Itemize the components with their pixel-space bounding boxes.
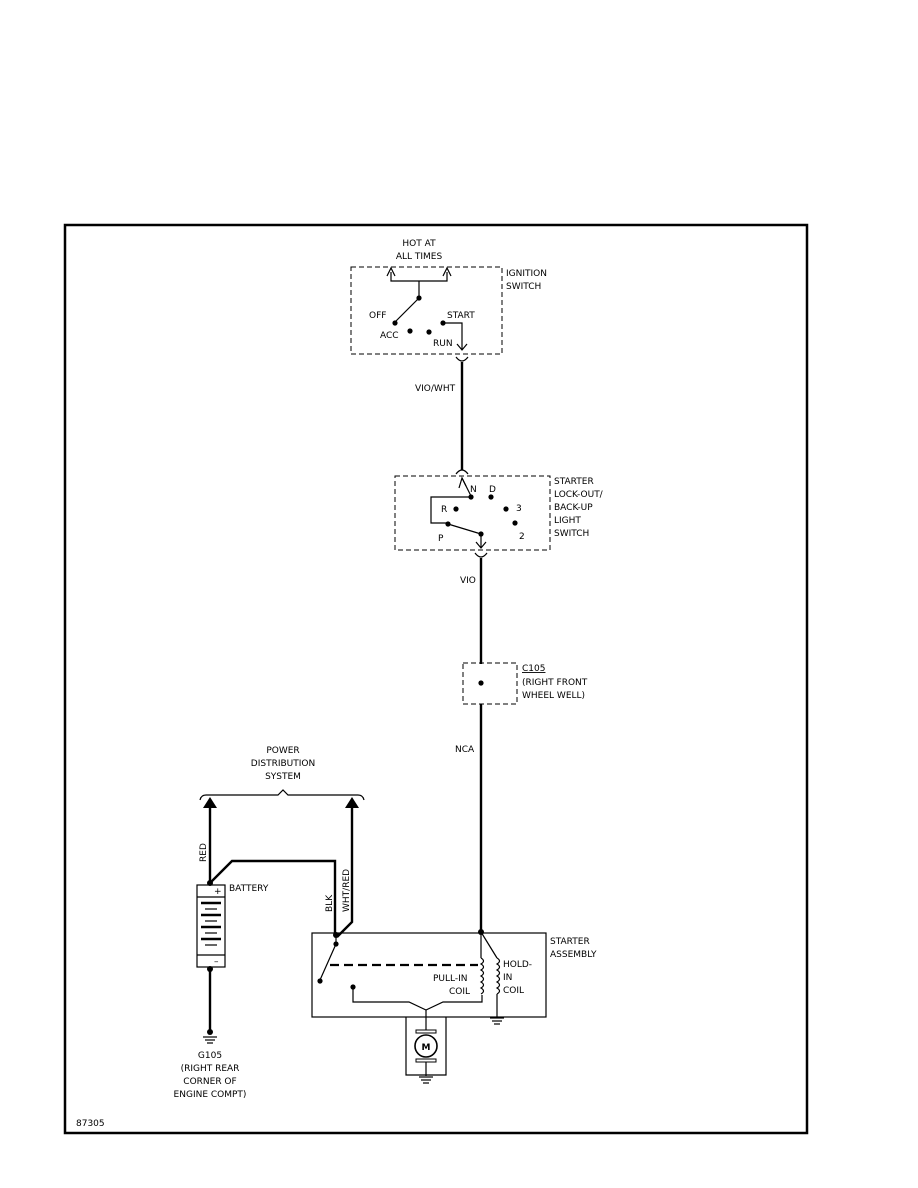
diagram-frame: [63, 223, 809, 1135]
starter-assembly: STARTER ASSEMBLY PULL-IN COIL HOLD- IN C…: [311, 929, 597, 1025]
ignition-switch: HOT AT ALL TIMES IGNITION SWITCH OFF ACC…: [350, 239, 547, 355]
c105-box: [462, 662, 518, 705]
c105-pin: [478, 680, 484, 686]
off-label: OFF: [369, 311, 386, 321]
ignition-name-label-1: IGNITION: [506, 269, 547, 279]
lockout-r-label: R: [441, 505, 447, 515]
wire-wht-red: [336, 808, 354, 938]
pull-in-coil-label-2: COIL: [449, 987, 470, 997]
g105-location-2: CORNER OF: [183, 1077, 236, 1087]
power-dist-brace: [199, 789, 365, 801]
g105-location-1: (RIGHT REAR: [181, 1064, 240, 1074]
wire-red-label: RED: [199, 843, 209, 862]
starter-assembly-box: [311, 932, 547, 1018]
ignition-name-label-2: SWITCH: [506, 282, 541, 292]
power-dist-line-3: SYSTEM: [265, 772, 301, 782]
battery: + – BATTERY: [196, 880, 269, 972]
lockout-contact-r: [453, 506, 459, 512]
connector-lockout-out: [474, 552, 488, 558]
c105-name: C105: [522, 664, 545, 674]
all-times-label: ALL TIMES: [396, 252, 443, 262]
supply-arrow-right: [442, 266, 452, 277]
lockout-name-4: LIGHT: [554, 516, 581, 526]
lockout-name-1: STARTER: [554, 477, 594, 487]
lockout-contact-2: [512, 520, 518, 526]
start-label: START: [447, 311, 475, 321]
lockout-d-label: D: [489, 485, 496, 495]
ignition-blade: [394, 297, 420, 323]
hold-in-coil-lead: [480, 931, 498, 959]
lockout-name-5: SWITCH: [554, 529, 589, 539]
hot-at-label: HOT AT: [402, 239, 436, 249]
lockout-n-label: N: [470, 485, 477, 495]
motor-label: M: [422, 1043, 431, 1053]
ground-g105: G105 (RIGHT REAR CORNER OF ENGINE COMPT): [174, 1029, 247, 1100]
power-dist-arrow-left: [203, 797, 217, 808]
power-dist-arrow-right: [345, 797, 359, 808]
start-output-arrow: [456, 343, 468, 351]
wire-blk-label: BLK: [325, 894, 335, 912]
lockout-blade: [447, 523, 482, 535]
wire-vio-label: VIO: [460, 576, 476, 586]
lockout-2-label: 2: [519, 532, 525, 542]
hold-in-coil-label-2: IN: [503, 973, 512, 983]
ignition-contact-acc: [407, 328, 413, 334]
lockout-switch: STARTER LOCK-OUT/ BACK-UP LIGHT SWITCH N…: [394, 475, 604, 551]
acc-label: ACC: [380, 331, 399, 341]
c105-location-1: (RIGHT FRONT: [522, 678, 588, 688]
start-output-path: [443, 322, 463, 350]
lockout-3-label: 3: [516, 504, 522, 514]
lockout-name-3: BACK-UP: [554, 503, 593, 513]
hold-in-coil-label-1: HOLD-: [503, 960, 532, 970]
power-dist-line-2: DISTRIBUTION: [251, 759, 315, 769]
figure-id: 87305: [76, 1119, 105, 1129]
starter-motor: M: [405, 1010, 447, 1084]
wire-vio-wht-label: VIO/WHT: [415, 384, 456, 394]
ignition-contact-run: [426, 329, 432, 335]
lockout-output-arrow: [475, 541, 487, 549]
lockout-contact-3: [503, 506, 509, 512]
solenoid-plunger-blade: [319, 943, 337, 981]
pull-in-coil-label-1: PULL-IN: [433, 974, 468, 984]
ignition-switch-box: [350, 266, 503, 355]
g105-name: G105: [198, 1051, 222, 1061]
lockout-loop: [430, 496, 471, 524]
run-label: RUN: [433, 339, 453, 349]
connector-c105: C105 (RIGHT FRONT WHEEL WELL): [462, 662, 588, 705]
lockout-input-arrow: [458, 476, 467, 489]
c105-location-2: WHEEL WELL): [522, 691, 585, 701]
power-distribution: POWER DISTRIBUTION SYSTEM: [199, 746, 365, 808]
g105-location-3: ENGINE COMPT): [174, 1090, 247, 1100]
motor-brush-top: [415, 1029, 437, 1034]
pull-in-coil-winding: [479, 957, 485, 995]
g105-terminal: [207, 1029, 213, 1035]
lockout-p-label: P: [438, 534, 444, 544]
solenoid-contact-bottom: [317, 978, 323, 984]
starter-assembly-name-1: STARTER: [550, 937, 590, 947]
supply-arrow-left: [386, 266, 396, 277]
supply-bracket: [390, 272, 448, 282]
wire-nca-label: NCA: [455, 745, 475, 755]
hold-in-coil-winding: [495, 957, 501, 995]
lockout-switch-box: [394, 475, 551, 551]
starter-assembly-name-2: ASSEMBLY: [550, 950, 597, 960]
connector-lockout-in: [455, 469, 469, 475]
ignition-contact-off: [392, 320, 398, 326]
connector-ign-out: [455, 356, 469, 362]
hold-in-coil-label-3: COIL: [503, 986, 524, 996]
lockout-name-2: LOCK-OUT/: [554, 490, 604, 500]
motor-armature: [414, 1034, 438, 1058]
battery-minus: –: [214, 957, 219, 967]
battery-plus: +: [214, 887, 222, 897]
battery-label: BATTERY: [229, 884, 269, 894]
lockout-contact-d: [488, 494, 494, 500]
power-dist-line-1: POWER: [266, 746, 299, 756]
wire-wht-red-label: WHT/RED: [342, 869, 352, 912]
lockout-switch-name: STARTER LOCK-OUT/ BACK-UP LIGHT SWITCH: [554, 477, 604, 539]
wire-blk: [209, 859, 337, 935]
motor-brush-bottom: [415, 1058, 437, 1063]
